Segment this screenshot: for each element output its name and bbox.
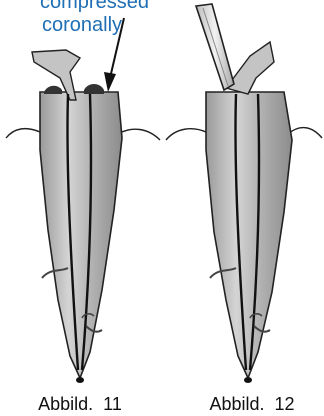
gingiva-line-right bbox=[118, 129, 160, 140]
annotation-line1: compressed bbox=[40, 0, 149, 13]
compressed-material-right bbox=[84, 84, 104, 94]
annotation-line2: coronally bbox=[42, 14, 122, 36]
compressed-material bbox=[44, 86, 62, 94]
tooth-figure-12 bbox=[166, 4, 322, 383]
gingiva-line-left bbox=[6, 129, 40, 138]
gutta-percha-cone bbox=[226, 42, 274, 94]
caption-figure-12: Abbild. 12 bbox=[209, 394, 294, 414]
apex-dot bbox=[76, 377, 84, 383]
tooth-figure-11 bbox=[6, 50, 160, 383]
gingiva-line-left bbox=[166, 129, 206, 140]
gingiva-line-right bbox=[288, 128, 322, 138]
apex-dot bbox=[244, 377, 252, 383]
caption-figure-11: Abbild. 11 bbox=[38, 394, 122, 414]
tooth-root bbox=[206, 92, 292, 378]
tooth-root bbox=[40, 92, 122, 378]
